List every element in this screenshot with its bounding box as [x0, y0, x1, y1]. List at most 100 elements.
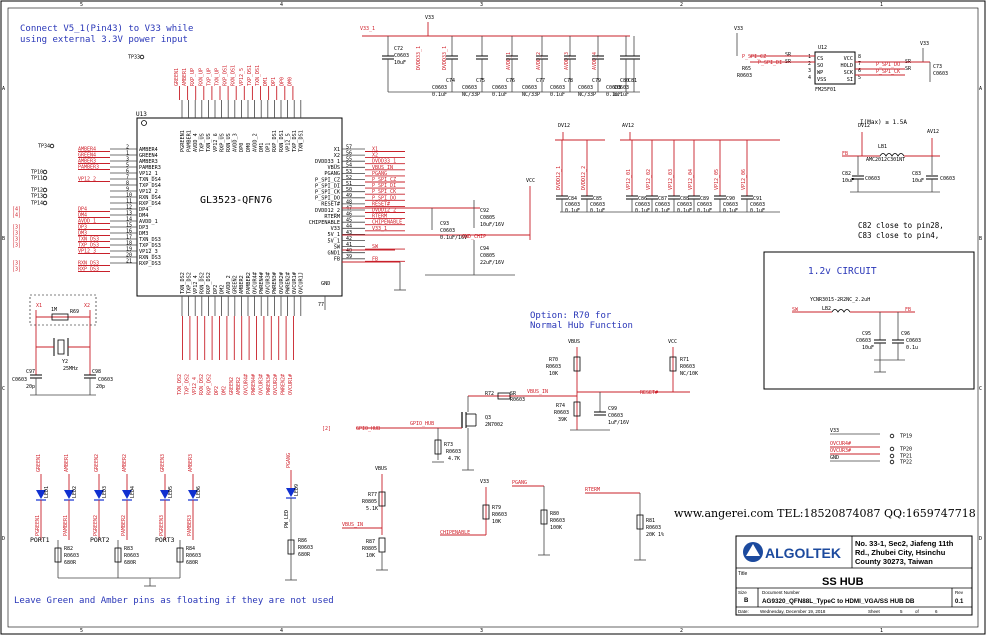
rail-top-label: AVDD_4	[592, 52, 598, 70]
ic-right-pin-label: PGANG	[324, 171, 340, 177]
regulator-caps: VCC C93 C0603 0.1uF/16V C92 C0805 10uF/1…	[342, 178, 535, 291]
r87-extra: 10K	[366, 553, 375, 559]
net-left-label: RXP_DS3	[78, 267, 99, 273]
test-point-icon	[42, 193, 48, 199]
rev-label: Rev	[955, 590, 964, 595]
ic-left-pin-label: RXP_DS4	[139, 201, 161, 207]
v12cap-extra: 0.1uF	[655, 208, 670, 214]
decap-value: C0603	[432, 85, 447, 91]
net-bottom-label: VP12_4	[192, 377, 198, 395]
v12cap-ref: C91	[753, 196, 762, 202]
ic-left-pin-num: 20	[126, 252, 132, 258]
test-point-label: TP20	[900, 447, 912, 453]
reset-vbus-in: VBUS_IN	[527, 389, 548, 395]
ic-left-pin-num: 16	[126, 228, 132, 234]
net-top-label: GREEN1	[174, 68, 180, 86]
net-bottom-label: DM2	[221, 386, 227, 395]
v12cap-ref: C88	[680, 196, 689, 202]
ic-top-pin-label: RXN_DS1	[279, 130, 285, 152]
ic-left-pin-num: 18	[126, 240, 132, 246]
ic-right-pin-num: 56	[346, 151, 352, 157]
led-res-ref: R84	[186, 546, 195, 552]
size-value: B	[744, 598, 749, 604]
title-label: Title	[738, 571, 747, 577]
led-res-value: R0603	[124, 553, 139, 559]
net-top-label: TXN_DS1	[255, 65, 261, 86]
v12-av12-label: AV12	[622, 123, 634, 129]
c98-extra: 20p	[96, 384, 105, 390]
led-res-value: R0603	[64, 553, 79, 559]
decap-extra: 0.1uF	[614, 92, 629, 98]
test-point-label: TP34	[38, 144, 50, 150]
decap-ref: C75	[476, 78, 485, 84]
ic-top-pin-label: AVDD_4	[193, 133, 199, 152]
net-right-label: P_SPI_DI	[372, 183, 396, 189]
c97-extra: 20p	[26, 384, 35, 390]
r71-ref: R71	[680, 357, 689, 363]
ic-left-pin-label: DM4	[139, 213, 148, 219]
ic-right-pin-label: VBUS	[328, 165, 341, 171]
circuit-1v2-title: 1.2v CIRCUIT	[808, 266, 877, 277]
spi-net-di: P_SPI_DI	[758, 60, 782, 66]
net-left-label: DP4	[78, 207, 87, 213]
spi-right-num: 6	[858, 68, 861, 74]
net-right-label: V33_1	[372, 226, 387, 232]
test-point-icon	[42, 175, 48, 181]
ic-top-pin-label: TXP_DS1	[292, 130, 298, 152]
c92-extra: 10uF/16V	[480, 222, 504, 228]
pgang-res-value: R0603	[298, 545, 313, 551]
reset-vbus: VBUS	[568, 339, 580, 345]
r81-ref: R81	[646, 518, 655, 524]
net-top-label: VP12_5	[239, 68, 245, 86]
decap-extra: NC/33P	[578, 92, 596, 98]
net-right-label: PGANG	[372, 171, 387, 177]
net-bottom-label: OVCUR2#	[273, 374, 279, 395]
border-row-mark: D	[2, 536, 5, 542]
ic-top-pin-label: TXN_US	[206, 133, 212, 152]
border-col-mark: 2	[680, 2, 683, 8]
ic-right-pin-num: 39	[346, 254, 352, 260]
ic-right-pin-num: 43	[346, 230, 352, 236]
ic-top-pin-label: VP12_5	[285, 133, 291, 152]
led-top-net: AMBER2	[122, 454, 128, 472]
doc-label: Document Number	[762, 590, 800, 595]
v33-top-label: V33	[425, 15, 434, 21]
pgang-resistor	[287, 539, 295, 555]
ic-right-pin-label: RESET#	[321, 202, 341, 208]
c95-extra: 10uF	[862, 345, 874, 351]
r70-ref: R70	[549, 357, 558, 363]
decap-extra: 0.1uF	[550, 92, 565, 98]
led-top-net: GREEN1	[36, 454, 42, 472]
note-option-1: Option: R70 for	[530, 311, 612, 321]
c92-value: C0805	[480, 215, 495, 221]
ic-right-pin-num: 53	[346, 169, 352, 175]
v12-rail-label: VP12_02	[646, 169, 652, 190]
main-ic-gnd-num: 77	[318, 302, 324, 308]
r72-ref: R72	[485, 391, 494, 397]
c92-ref: C92	[480, 208, 489, 214]
spi-sr-4: SR	[905, 66, 912, 72]
spi-net-ck: P_SPI_CK	[876, 69, 900, 75]
note-option-2: Normal Hub Function	[530, 321, 633, 331]
spi-net-do: P_SPI_DO	[876, 62, 900, 68]
ic-left-pin-label: DP4	[139, 207, 148, 213]
net-bottom-label: RXP_DS2	[207, 374, 213, 395]
v12-rail-label: VP12_06	[741, 169, 747, 190]
c98-value: C0603	[98, 377, 113, 383]
net-bottom-label: OVCUR4#	[244, 374, 250, 395]
led-icon	[160, 490, 170, 499]
lb1-ref: LB1	[878, 144, 887, 150]
ic-left-pin-num: 1	[126, 150, 129, 156]
net-left-label: DM3	[78, 231, 87, 237]
decap-ref: C74	[446, 78, 455, 84]
net-top-label: DP0	[279, 77, 285, 86]
led-top-net: GREEN2	[94, 454, 100, 472]
decap-value: C0603	[606, 85, 621, 91]
crystal-x1: X1	[36, 303, 42, 309]
c83-extra: 10uF	[912, 178, 924, 184]
net-right-label: X1	[372, 147, 378, 153]
c96-extra: 0.1u	[906, 345, 918, 351]
crystal-block: X1 X2 1M R69 Y2 25MHz C97 C0603 20p C98 …	[12, 294, 113, 396]
v12cap-ref: C87	[658, 196, 667, 202]
net-left-label: VP12_2	[78, 177, 96, 183]
